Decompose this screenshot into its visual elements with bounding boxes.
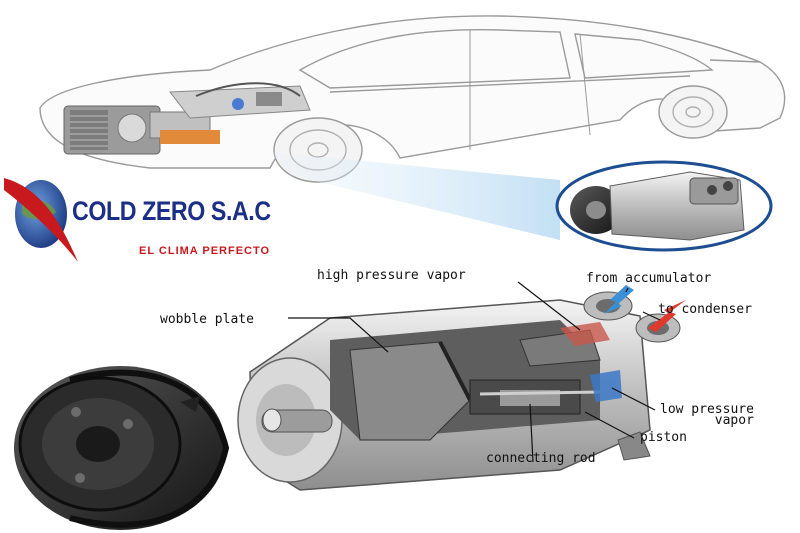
label-low-pressure-vapor: low pressure vapor — [660, 402, 754, 428]
label-high-pressure-vapor: high pressure vapor — [317, 268, 466, 283]
label-to-condenser: to condenser — [658, 302, 752, 317]
globe-logo — [4, 178, 78, 262]
compressor-callout — [555, 160, 773, 252]
brand-tagline: EL CLIMA PERFECTO — [139, 245, 271, 257]
label-low-pressure-line2: vapor — [714, 413, 754, 428]
leader-lines — [288, 281, 661, 463]
outflow-arrow-icon — [648, 300, 686, 332]
label-from-accumulator: from accumulator — [586, 271, 712, 286]
brand-name: COLD ZERO S.A.C — [72, 196, 271, 226]
label-low-pressure-line1: low pressure — [660, 402, 754, 417]
compressor-illustration — [14, 291, 681, 530]
car-illustration — [39, 15, 786, 183]
highlight-beam — [270, 152, 560, 240]
label-wobble-plate: wobble plate — [160, 312, 254, 327]
label-piston: piston — [640, 430, 687, 445]
engine-bay-illustration — [63, 82, 311, 155]
label-connecting-rod: connecting rod — [486, 451, 596, 466]
